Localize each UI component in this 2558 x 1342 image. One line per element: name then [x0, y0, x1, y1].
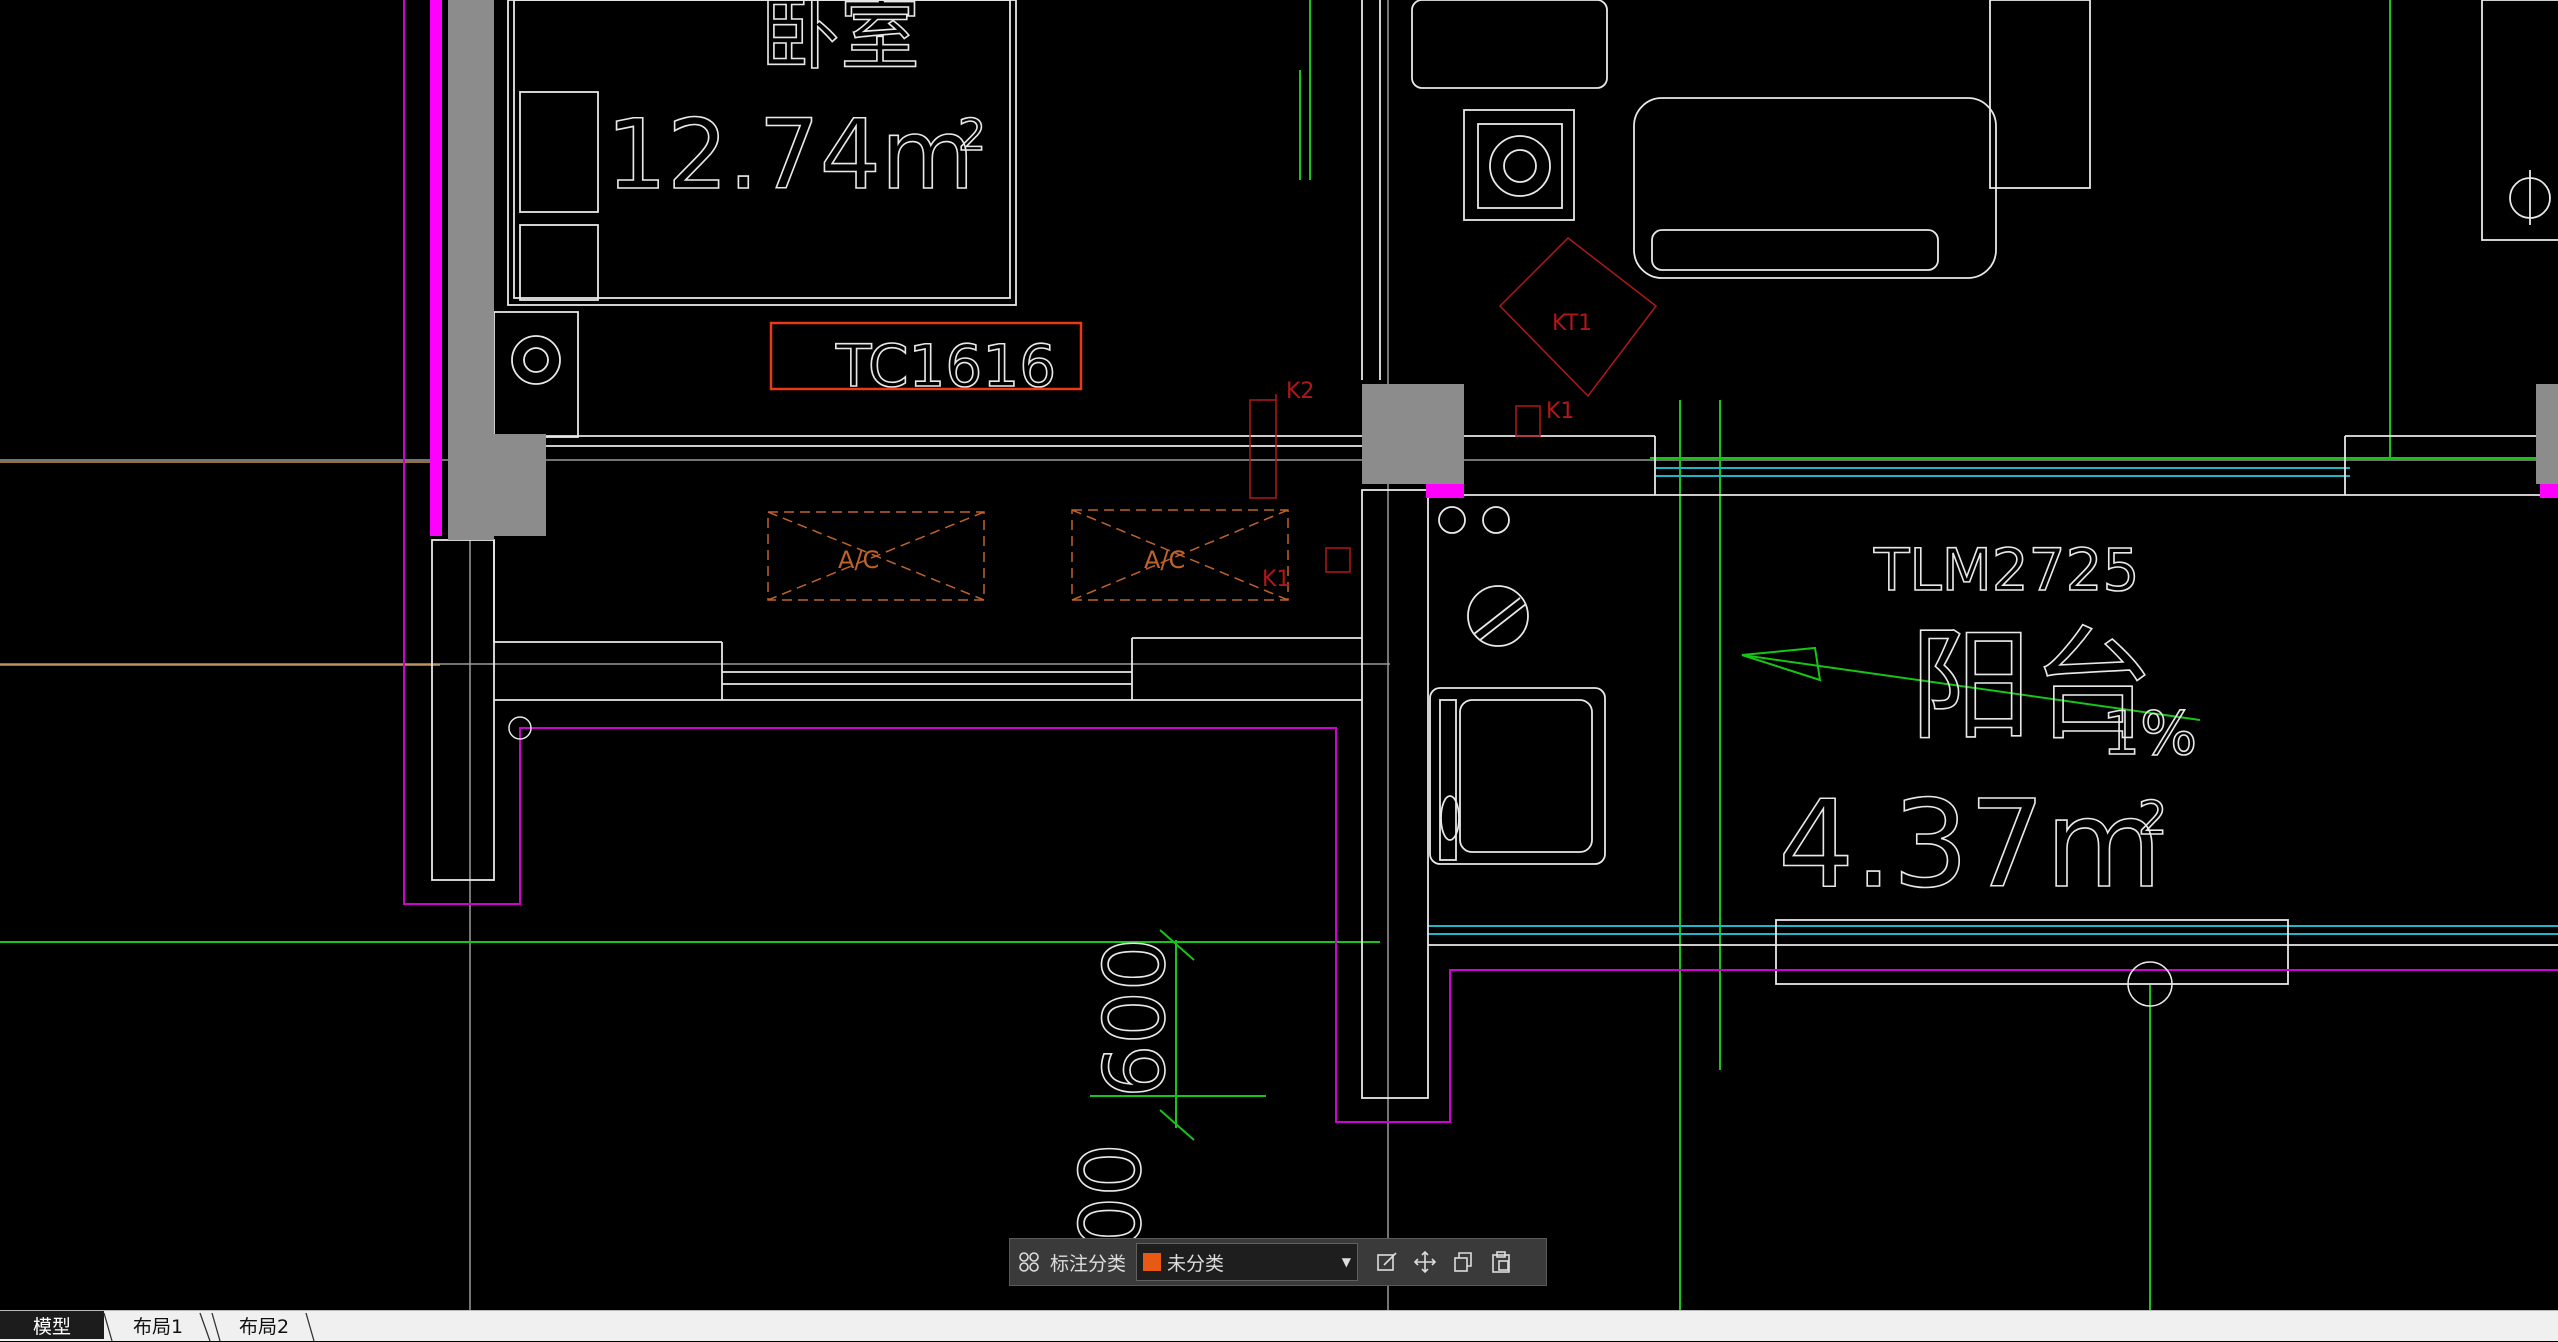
grid-icon[interactable] — [1010, 1243, 1048, 1281]
ac-label-2: A/C — [1144, 546, 1185, 574]
cad-drawing-canvas[interactable]: 卧室 12.74m 2 TC1616 TLM2725 阳台 1% 4.37m 2… — [0, 0, 2558, 1310]
area-balcony: 4.37m — [1778, 776, 2162, 915]
move-icon[interactable] — [1406, 1243, 1444, 1281]
area-balcony-superscript: 2 — [2138, 791, 2167, 845]
room-label-bedroom: 卧室 — [760, 0, 920, 81]
chevron-down-icon: ▼ — [1341, 1255, 1352, 1269]
pipe-label-k1-side: K1 — [1262, 567, 1290, 592]
tab-model[interactable]: 模型 — [0, 1311, 104, 1339]
dimension-600: 600 — [1086, 938, 1184, 1098]
category-color-swatch — [1143, 1253, 1162, 1271]
pipe-label-k2: K2 — [1286, 379, 1314, 404]
unit-label-kt1: KT1 — [1552, 311, 1592, 336]
selected-category: 未分类 — [1167, 1252, 1225, 1275]
pipe-label-k1-top: K1 — [1546, 399, 1574, 424]
annotation-category-label: 标注分类 — [1050, 1252, 1127, 1275]
tab-separators — [103, 1312, 315, 1342]
ac-label-1: A/C — [838, 546, 879, 574]
area-bedroom-superscript: 2 — [958, 110, 986, 161]
tab-layout2[interactable]: 布局2 — [238, 1315, 290, 1338]
annotation-toolbar: 标注分类 未分类 ▼ — [1009, 1238, 1547, 1286]
area-bedroom: 12.74m — [606, 99, 974, 211]
annotation-category-select[interactable]: 未分类 ▼ — [1136, 1243, 1359, 1281]
edit-icon[interactable] — [1368, 1243, 1406, 1281]
floor-plan-drawing: 卧室 12.74m 2 TC1616 TLM2725 阳台 1% 4.37m 2… — [0, 0, 2558, 1310]
paste-icon[interactable] — [1482, 1243, 1520, 1281]
window-tag-highlight — [769, 321, 1083, 391]
copy-icon[interactable] — [1444, 1243, 1482, 1281]
door-tag: TLM2725 — [1873, 536, 2139, 604]
room-label-balcony: 阳台 — [1910, 615, 2154, 757]
tab-layout1[interactable]: 布局1 — [132, 1315, 184, 1338]
layout-tab-strip: 模型 布局1 布局2 — [0, 1310, 2558, 1342]
slope-text: 1% — [2102, 699, 2197, 769]
dimension-partial: 00 — [1062, 1143, 1160, 1250]
